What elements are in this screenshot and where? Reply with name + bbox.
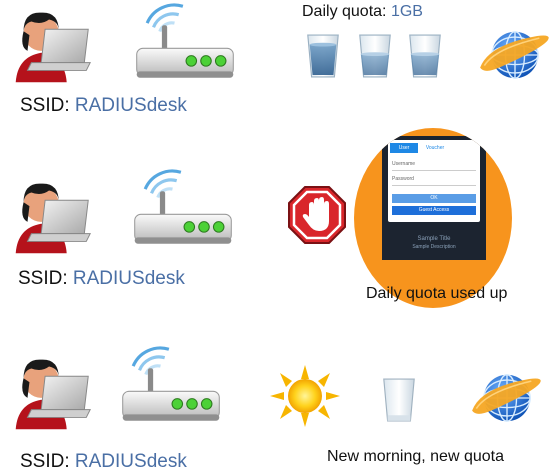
ssid-label: SSID: RADIUSdesk bbox=[20, 451, 187, 472]
daily-quota-label: Daily quota: 1GB bbox=[302, 3, 423, 20]
username-input[interactable]: Username bbox=[392, 158, 476, 171]
password-input[interactable]: Password bbox=[392, 173, 476, 186]
router-icon bbox=[128, 166, 238, 250]
half-glass-icon bbox=[356, 32, 394, 80]
portal-screen: User Voucher Username Password OK Guest … bbox=[382, 136, 486, 260]
sun-icon bbox=[270, 365, 340, 427]
full-glass-icon bbox=[304, 32, 342, 80]
tab-user[interactable]: User bbox=[390, 143, 418, 153]
router-icon bbox=[130, 0, 240, 84]
ssid-label: SSID: RADIUSdesk bbox=[18, 268, 185, 289]
captive-portal-window: User Voucher Username Password OK Guest … bbox=[354, 128, 512, 308]
user-laptop-icon bbox=[2, 350, 100, 430]
ssid-label: SSID: RADIUSdesk bbox=[20, 95, 187, 116]
guest-access-button[interactable]: Guest Access bbox=[392, 206, 476, 215]
globe-icon bbox=[478, 25, 552, 85]
tab-voucher[interactable]: Voucher bbox=[425, 145, 445, 151]
ok-button[interactable]: OK bbox=[392, 194, 476, 203]
user-laptop-icon bbox=[2, 3, 100, 83]
router-icon bbox=[116, 343, 226, 427]
user-laptop-icon bbox=[2, 174, 100, 254]
quota-used-up-caption: Daily quota used up bbox=[366, 285, 508, 302]
globe-icon bbox=[470, 368, 544, 428]
stop-hand-icon bbox=[288, 186, 346, 244]
empty-glass-icon bbox=[380, 374, 418, 426]
portal-footer-subtitle: Sample Description bbox=[412, 244, 456, 250]
portal-footer-title: Sample Title bbox=[417, 236, 451, 242]
new-morning-caption: New morning, new quota bbox=[327, 448, 504, 465]
login-card: User Voucher Username Password OK Guest … bbox=[388, 140, 480, 222]
glass-icon bbox=[406, 32, 444, 80]
